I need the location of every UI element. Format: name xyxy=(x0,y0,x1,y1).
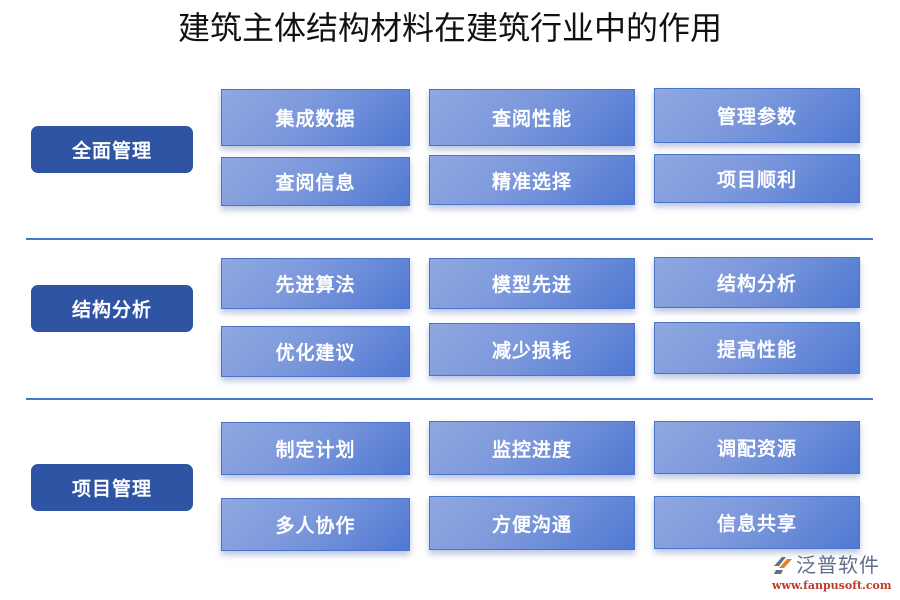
item-manage-parameters: 管理参数 xyxy=(654,88,860,143)
item-optimization-advice: 优化建议 xyxy=(221,326,410,377)
item-reduce-loss: 减少损耗 xyxy=(429,323,635,376)
item-convenient-communication: 方便沟通 xyxy=(429,496,635,550)
category-overall-management: 全面管理 xyxy=(31,126,193,173)
logo-url: www.fanpusoft.com xyxy=(772,579,892,592)
logo-name: 泛普软件 xyxy=(796,553,880,577)
item-integrate-data: 集成数据 xyxy=(221,89,410,146)
item-view-information: 查阅信息 xyxy=(221,157,410,206)
fanpu-logo: 泛普软件 www.fanpusoft.com xyxy=(768,551,898,597)
fanpu-logo-icon xyxy=(772,554,794,576)
category-project-management: 项目管理 xyxy=(31,464,193,511)
diagram-title: 建筑主体结构材料在建筑行业中的作用 xyxy=(177,9,722,47)
item-structural-analysis: 结构分析 xyxy=(654,257,860,308)
item-advanced-model: 模型先进 xyxy=(429,258,635,309)
item-make-plan: 制定计划 xyxy=(221,422,410,475)
item-multi-person-collaboration: 多人协作 xyxy=(221,498,410,551)
item-information-sharing: 信息共享 xyxy=(654,496,860,549)
section-divider xyxy=(26,238,873,240)
item-monitor-progress: 监控进度 xyxy=(429,421,635,475)
item-improve-performance: 提高性能 xyxy=(654,322,860,374)
category-structural-analysis: 结构分析 xyxy=(31,285,193,332)
item-advanced-algorithm: 先进算法 xyxy=(221,258,410,309)
item-precise-selection: 精准选择 xyxy=(429,155,635,205)
item-project-smooth: 项目顺利 xyxy=(654,154,860,203)
section-divider xyxy=(26,398,873,400)
item-view-performance: 查阅性能 xyxy=(429,89,635,146)
item-allocate-resources: 调配资源 xyxy=(654,421,860,474)
